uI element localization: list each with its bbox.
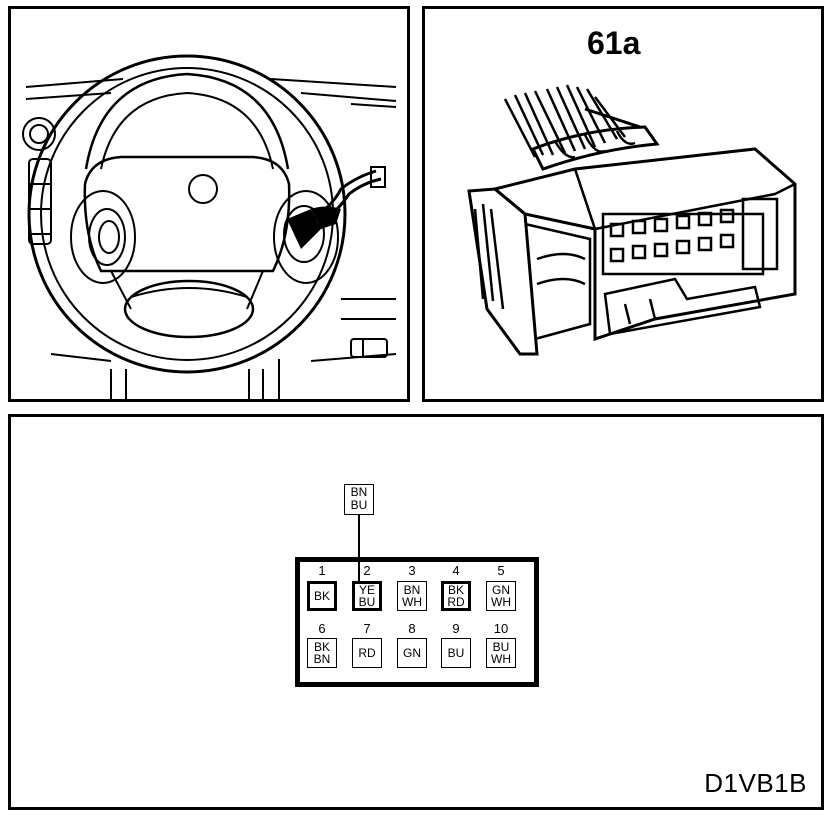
pin-5-color-2: WH: [491, 595, 511, 609]
pin-7-color-1: RD: [358, 646, 376, 660]
pin-1-color-1: BK: [313, 589, 330, 603]
pin-2-color-2: BU: [358, 595, 376, 609]
steering-wheel-illustration: [22, 54, 397, 399]
pin-8-color-1: GN: [403, 646, 421, 660]
connector-housing: [295, 557, 539, 687]
pin-number-10: 10: [493, 621, 509, 636]
pin-number-3: 3: [408, 563, 416, 578]
pin-10-color-2: WH: [491, 652, 511, 666]
connector-panel: 61a: [422, 6, 824, 402]
pin-number-2: 2: [363, 563, 371, 578]
steering-wheel-panel: [8, 6, 410, 402]
connector-illustration: [467, 84, 797, 356]
pin-3-color-2: WH: [402, 595, 422, 609]
pin-5-color-1: GN: [492, 583, 510, 597]
pin-7: RD: [352, 638, 382, 668]
pin-9-color-1: BU: [447, 646, 465, 660]
pin-1: BK: [307, 581, 337, 611]
pin-10-color-1: BU: [492, 640, 510, 654]
connector-title: 61a: [587, 25, 641, 61]
pin-4-color-1: BK: [447, 583, 464, 597]
pin-number-9: 9: [452, 621, 460, 636]
wire-tag-line2: BU: [350, 498, 368, 512]
pin-6-color-1: BK: [313, 640, 330, 654]
pin-6-color-2: BN: [313, 652, 331, 666]
pin-2-color-1: YE: [358, 583, 375, 597]
pin-number-5: 5: [497, 563, 505, 578]
pin-8: GN: [397, 638, 427, 668]
pin-4-color-2: RD: [447, 595, 465, 609]
pin-3-color-1: BN: [403, 583, 421, 597]
diagram-code: D1VB1B: [704, 768, 807, 798]
wire-lead-line: [358, 515, 360, 585]
wire-color-tag: BN BU: [344, 484, 374, 515]
pin-number-8: 8: [408, 621, 416, 636]
pin-9: BU: [441, 638, 471, 668]
pin-number-1: 1: [318, 563, 326, 578]
pin-number-7: 7: [363, 621, 371, 636]
pin-number-6: 6: [318, 621, 326, 636]
wire-tag-line1: BN: [350, 485, 368, 499]
pin-number-4: 4: [452, 563, 460, 578]
